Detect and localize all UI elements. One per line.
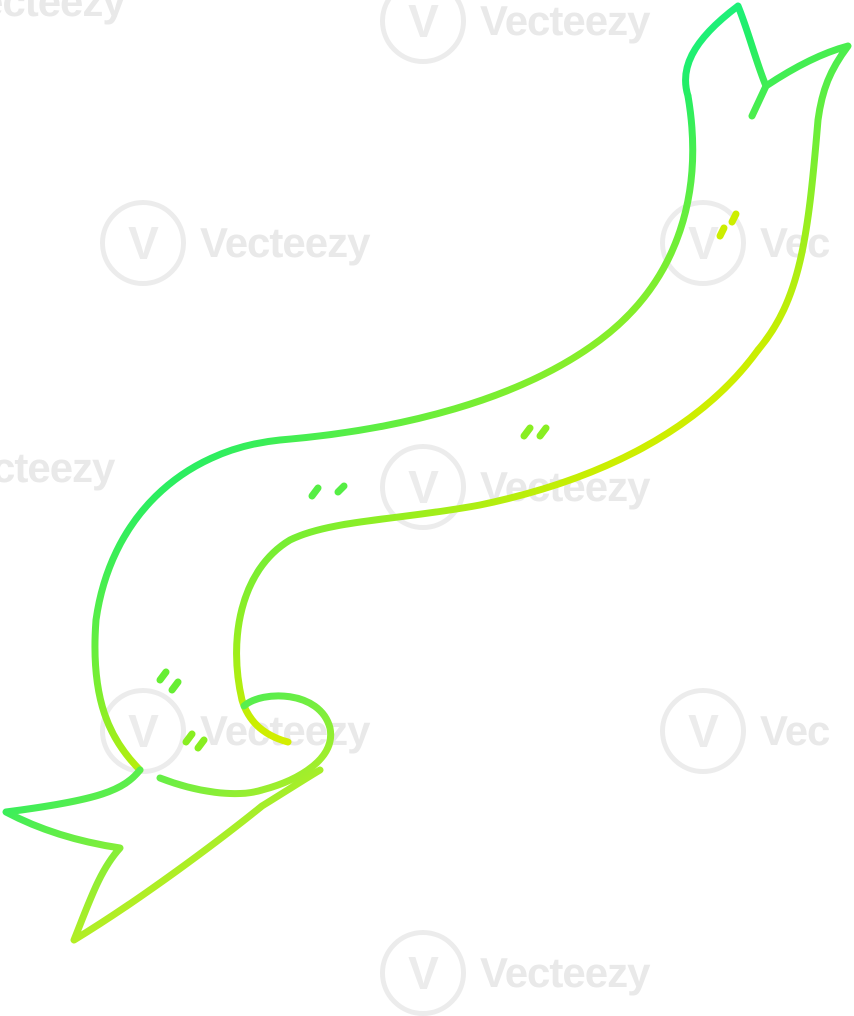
watermark-lower-left: V Vecteezy (100, 688, 370, 774)
watermark-text: Vec (760, 707, 830, 754)
watermark-mid-center: V Vecteezy (380, 444, 650, 530)
watermark-text: Vecteezy (480, 0, 650, 44)
watermark-text: Vecteezy (200, 707, 370, 754)
shade-mark (716, 210, 740, 240)
watermark-upper-left: V Vecteezy (100, 200, 370, 286)
ribbon-notch-inner (748, 82, 770, 120)
watermark-lower-right: V Vec (660, 688, 830, 774)
watermark-text: Vecteezy (480, 463, 650, 510)
ribbon-illustration (2, 2, 852, 944)
ribbon-lower-edge (233, 346, 762, 746)
ribbon-right-tail (682, 2, 852, 354)
watermark-text: Vec (760, 219, 830, 266)
ribbon-curl (156, 692, 335, 798)
watermark-text: ecteezy (0, 0, 126, 25)
ribbon-left-tail (2, 766, 324, 944)
vecteezy-logo-icon: V (660, 200, 746, 286)
watermark-upper-right: V Vec (660, 200, 830, 286)
watermark-top-left: ecteezy (0, 0, 126, 26)
watermark-top-center: V Vecteezy (380, 0, 650, 64)
watermark-text: cteezy (0, 444, 115, 491)
vecteezy-logo-icon: V (660, 688, 746, 774)
shade-mark (520, 424, 550, 440)
watermark-text: Vecteezy (200, 219, 370, 266)
watermark-mid-left: cteezy (0, 444, 115, 492)
shade-mark (308, 482, 348, 500)
shade-mark (156, 668, 182, 694)
vecteezy-logo-icon: V (380, 0, 466, 64)
shade-mark (182, 730, 208, 752)
ribbon-upper-edge (91, 92, 697, 774)
vecteezy-logo-icon: V (100, 200, 186, 286)
vecteezy-logo-icon: V (380, 444, 466, 530)
